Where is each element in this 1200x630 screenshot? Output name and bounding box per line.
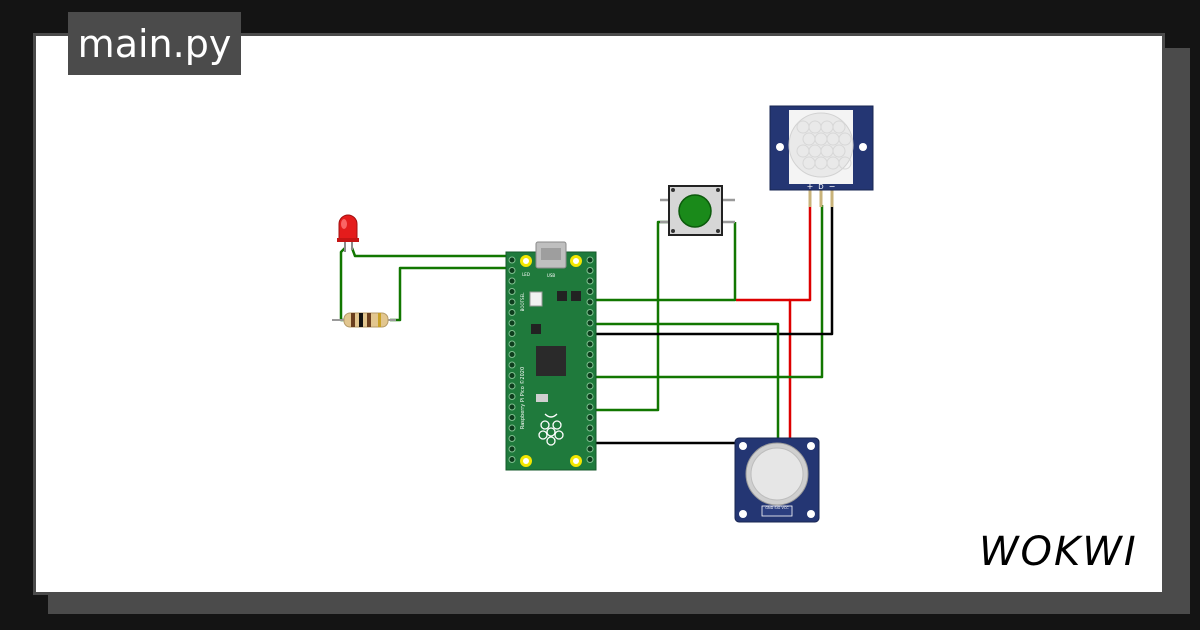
pico-pin[interactable] bbox=[508, 382, 516, 390]
wire-button-left-to-pico[interactable] bbox=[592, 220, 668, 412]
pushbutton[interactable] bbox=[660, 185, 735, 236]
pico-pin[interactable] bbox=[586, 309, 594, 316]
wire-button-to-pico[interactable] bbox=[592, 222, 737, 302]
wire-led-to-pico[interactable] bbox=[350, 247, 521, 262]
bootsel-label: BOOTSEL bbox=[520, 292, 525, 311]
pico-pin[interactable] bbox=[508, 256, 516, 264]
pico-pin[interactable] bbox=[508, 267, 516, 274]
bootsel-button[interactable] bbox=[529, 291, 543, 307]
pico-pin[interactable] bbox=[586, 435, 594, 442]
pir-lens-facet bbox=[838, 132, 852, 146]
raspberry-pi-logo-icon bbox=[538, 413, 564, 446]
pico-pin[interactable] bbox=[508, 445, 516, 453]
pico-pin[interactable] bbox=[508, 361, 516, 369]
pico-pin[interactable] bbox=[508, 403, 516, 411]
pico-pin[interactable] bbox=[508, 309, 516, 316]
potentiometer-knob[interactable] bbox=[750, 447, 804, 501]
usb-label: USB bbox=[547, 273, 555, 278]
pot-pin-labels: GND SIG VCC bbox=[765, 506, 789, 510]
pico-pin[interactable] bbox=[586, 456, 594, 463]
red-led[interactable] bbox=[337, 214, 359, 252]
pico-pin[interactable] bbox=[508, 288, 516, 295]
pico-pin[interactable] bbox=[586, 424, 594, 432]
potentiometer-module[interactable]: GND SIG VCC bbox=[734, 437, 820, 523]
pico-pin[interactable] bbox=[586, 340, 594, 348]
pico-pin[interactable] bbox=[586, 330, 594, 337]
pico-pin[interactable] bbox=[508, 414, 516, 421]
wire-led-to-resistor[interactable] bbox=[339, 247, 346, 322]
pico-pin[interactable] bbox=[586, 319, 594, 327]
pico-pin[interactable] bbox=[508, 330, 516, 337]
led-label: LED bbox=[522, 272, 530, 277]
wire-resistor-to-pico[interactable] bbox=[390, 266, 521, 322]
button-cap[interactable] bbox=[678, 194, 712, 228]
pico-pin[interactable] bbox=[508, 340, 516, 348]
pico-pin[interactable] bbox=[508, 277, 516, 285]
pico-pin[interactable] bbox=[586, 403, 594, 411]
pico-pin[interactable] bbox=[586, 445, 594, 453]
pico-pin[interactable] bbox=[508, 298, 516, 306]
pico-pin[interactable] bbox=[508, 319, 516, 327]
brand-wordmark: WOKWI bbox=[979, 529, 1138, 575]
pir-pin-vcc: + bbox=[807, 182, 814, 191]
file-tab[interactable]: main.py bbox=[68, 12, 241, 75]
pico-pin-header bbox=[508, 256, 594, 463]
pico-pin[interactable] bbox=[586, 393, 594, 400]
rp2040-chip bbox=[536, 346, 566, 376]
pico-pin[interactable] bbox=[508, 435, 516, 442]
board-silkscreen: Raspberry Pi Pico ©2020 bbox=[519, 367, 526, 429]
pico-pin[interactable] bbox=[586, 256, 594, 264]
pico-pin[interactable] bbox=[586, 361, 594, 369]
pico-pin[interactable] bbox=[508, 351, 516, 358]
pico-pin[interactable] bbox=[586, 351, 594, 358]
pico-pin[interactable] bbox=[586, 298, 594, 306]
pico-pin[interactable] bbox=[586, 267, 594, 274]
pico-pin[interactable] bbox=[586, 372, 594, 379]
wokwi-logo: WOKWI bbox=[979, 529, 1138, 575]
pir-lens-facet bbox=[838, 156, 852, 170]
pico-pin[interactable] bbox=[508, 393, 516, 400]
wire-pir-data[interactable] bbox=[592, 205, 824, 379]
pico-pin[interactable] bbox=[586, 382, 594, 390]
pir-lens-facet bbox=[832, 144, 846, 158]
pir-sensor[interactable]: + D − bbox=[769, 105, 874, 207]
pico-board[interactable]: USB LED BOOTSEL Raspberry Pi Pico ©2020 bbox=[505, 241, 597, 471]
diagram-canvas bbox=[33, 33, 1165, 595]
pir-lens-facet bbox=[832, 120, 846, 134]
pico-pin[interactable] bbox=[508, 372, 516, 379]
pico-pin[interactable] bbox=[586, 277, 594, 285]
pir-pin-data: D bbox=[818, 183, 823, 191]
pico-pin[interactable] bbox=[586, 414, 594, 421]
pico-pin[interactable] bbox=[586, 288, 594, 295]
pir-pin-gnd: − bbox=[829, 182, 836, 191]
wire-pir-gnd[interactable] bbox=[592, 205, 834, 336]
pico-pin[interactable] bbox=[508, 456, 516, 463]
resistor[interactable] bbox=[332, 312, 396, 328]
pico-pin[interactable] bbox=[508, 424, 516, 432]
